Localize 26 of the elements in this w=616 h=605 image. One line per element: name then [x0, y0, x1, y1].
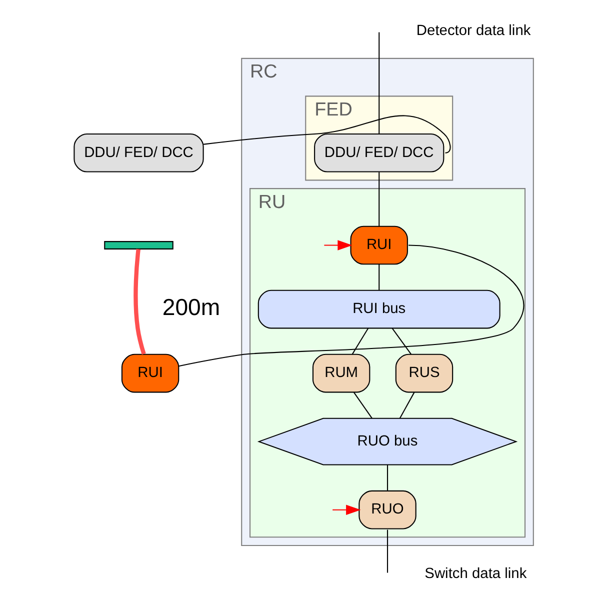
connector — [378, 32, 380, 134]
label: Detector data link — [416, 23, 531, 40]
connector — [134, 248, 146, 355]
node-box: DDU/ FED/ DCC — [74, 133, 204, 172]
node-box: RUI — [350, 226, 408, 265]
node-box: RUI bus — [258, 290, 500, 329]
node-box: RUM — [312, 354, 370, 393]
connector — [386, 530, 388, 573]
node-box: RUO — [358, 490, 416, 530]
connector — [352, 328, 369, 354]
connector — [204, 115, 451, 154]
arrow — [324, 240, 352, 250]
node-box: DDU/ FED/ DCC — [314, 133, 444, 172]
connector — [378, 172, 380, 226]
connector — [392, 328, 412, 354]
node-box: RUS — [395, 354, 454, 393]
node-bar — [104, 241, 174, 250]
connector — [178, 244, 524, 367]
connector — [378, 264, 380, 290]
connector — [386, 465, 388, 491]
label: Switch data link — [424, 566, 527, 582]
label: 200m — [162, 294, 220, 320]
node-box: RUI — [121, 354, 180, 393]
connector — [399, 392, 415, 418]
arrow — [332, 504, 361, 515]
connector — [354, 392, 372, 419]
